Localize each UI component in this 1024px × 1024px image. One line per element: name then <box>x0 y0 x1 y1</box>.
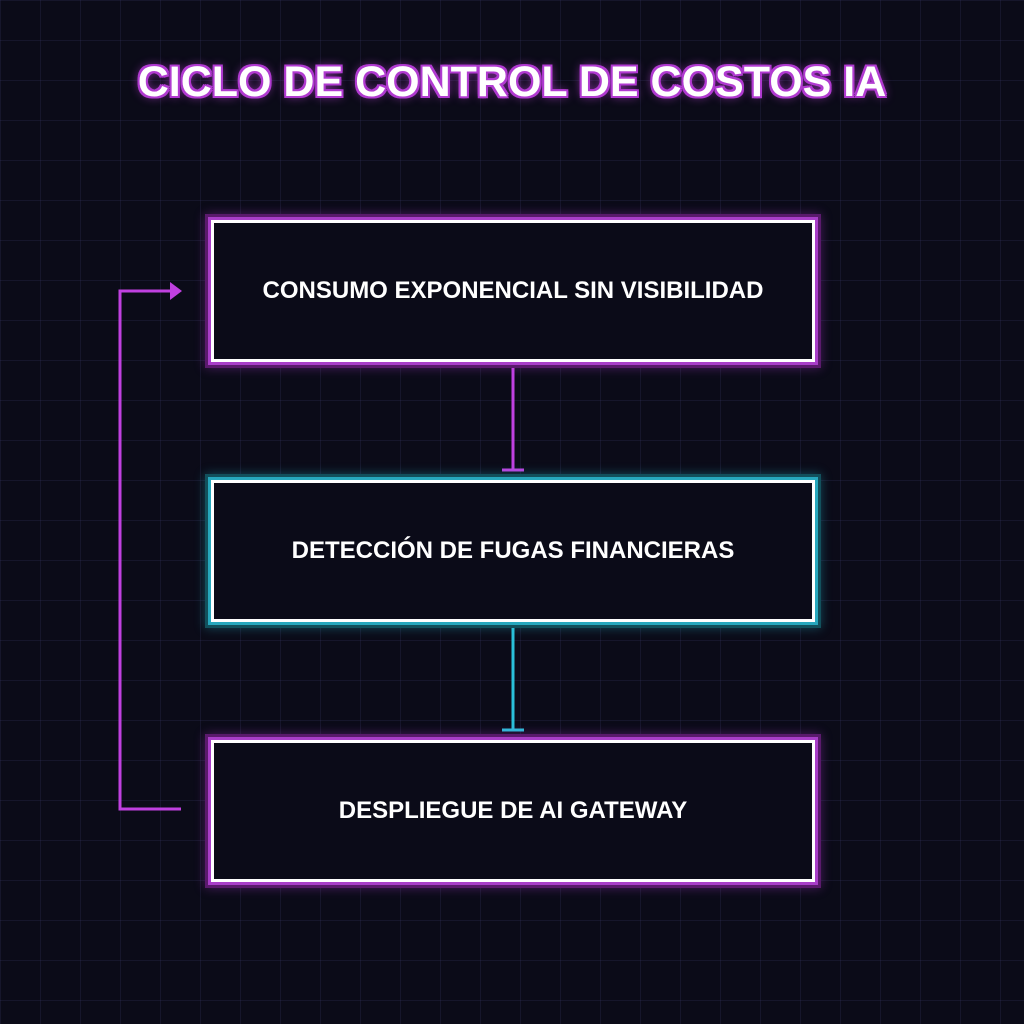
edge-deteccion-to-despliegue <box>502 622 524 732</box>
node-consumo-exponencial: CONSUMO EXPONENCIAL SIN VISIBILIDAD <box>211 220 815 362</box>
edge-despliegue-to-consumo <box>118 282 182 811</box>
node-label-consumo: CONSUMO EXPONENCIAL SIN VISIBILIDAD <box>262 277 764 304</box>
diagram-title: CICLO DE CONTROL DE COSTOS IA <box>137 58 887 106</box>
edge-consumo-to-deteccion <box>502 362 524 472</box>
arrowhead-icon <box>170 282 182 300</box>
node-label-deteccion: DETECCIÓN DE FUGAS FINANCIERAS <box>291 537 735 564</box>
node-deteccion-fugas: DETECCIÓN DE FUGAS FINANCIERAS <box>211 480 815 622</box>
node-label-despliegue: DESPLIEGUE DE AI GATEWAY <box>338 797 688 824</box>
node-despliegue-gateway: DESPLIEGUE DE AI GATEWAY <box>211 740 815 882</box>
